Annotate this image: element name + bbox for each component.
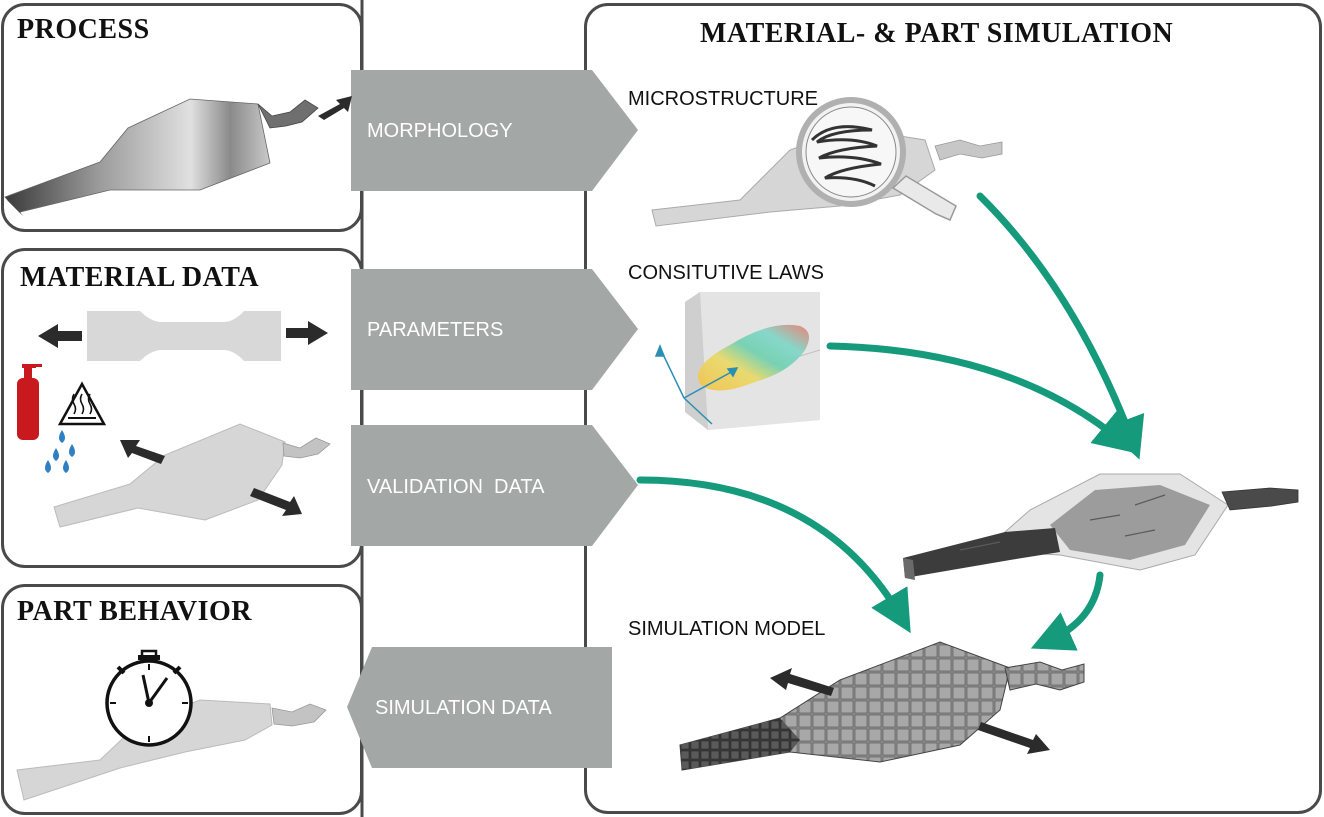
injection-arrow-icon: [318, 96, 352, 120]
flow-part: [903, 473, 1299, 580]
part-behavior-title: PART BEHAVIOR: [17, 596, 253, 627]
tensile-specimen: [87, 311, 281, 361]
simulation-data-label: SIMULATION DATA: [375, 697, 552, 719]
morphology-label: MORPHOLOGY: [367, 120, 513, 142]
validation-arrow: [351, 425, 638, 546]
microstructure-label: MICROSTRUCTURE: [628, 88, 818, 110]
stopwatch-icon: [105, 649, 193, 747]
coordinate-axes: [654, 343, 739, 425]
tension-right-arrow-icon: [286, 321, 328, 345]
magnifier-icon: [796, 97, 957, 221]
yield-surface-ellipsoid: [698, 324, 809, 391]
material-data-title: MATERIAL DATA: [20, 262, 260, 293]
constitutive-laws-label: CONSITUTIVE LAWS: [628, 262, 824, 284]
flow-arrows: [636, 192, 1145, 651]
mesh-load-left-arrow-icon: [770, 668, 834, 696]
hot-surface-warning-icon: [57, 381, 107, 426]
water-drops-icon: [45, 430, 75, 473]
simulation-title: MATERIAL- & PART SIMULATION: [700, 18, 1174, 49]
tension-left-arrow-icon: [38, 324, 82, 348]
fire-extinguisher-icon: [17, 364, 42, 440]
load-arrow-up-icon: [120, 440, 165, 464]
simulation-model-label: SIMULATION MODEL: [628, 618, 826, 640]
load-arrow-down-icon: [250, 488, 302, 516]
mesh-part: [679, 641, 1085, 771]
mesh-load-right-arrow-icon: [978, 722, 1050, 754]
parameters-label: PARAMETERS: [367, 319, 504, 341]
simulation-data-arrow: [347, 647, 612, 768]
material-part: [53, 423, 331, 528]
process-title: PROCESS: [17, 14, 150, 45]
parameters-arrow: [351, 269, 638, 390]
validation-data-label: VALIDATION DATA: [367, 476, 545, 498]
morphology-arrow: [351, 70, 638, 191]
process-part: [4, 98, 319, 216]
